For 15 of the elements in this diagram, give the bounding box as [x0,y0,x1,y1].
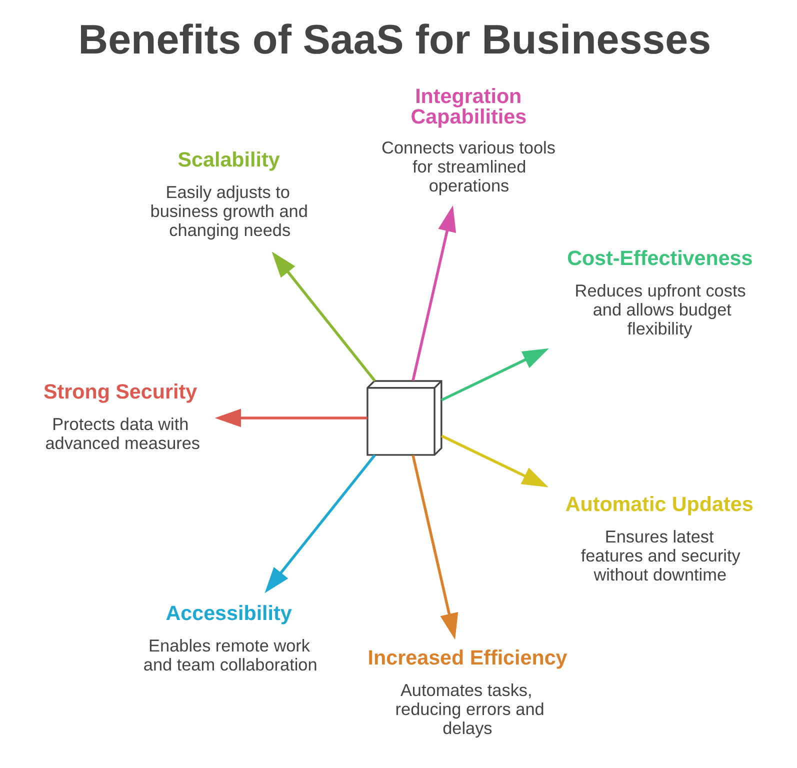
arrow [271,252,376,382]
node-text: Strong Security Protects data with advanced measures [43,380,200,453]
node-text: Integration Capabilities Connects various tools for streamlined operations [381,85,555,196]
node-text: Increased Efficiency Automates tasks, reducing errors and delays [367,646,567,738]
arrow [411,205,456,381]
arrow [264,454,376,594]
node-text: Cost-Effectiveness Reduces upfront costs and allows budget flexibility [566,247,752,338]
node-text: Accessibility Enables remote work and team collaboration [142,602,317,675]
node-text: Automatic Updates Ensures latest features and security without downtime [564,493,753,585]
arrow [411,454,458,640]
arrow [440,348,548,402]
node-text: Scalability Easily adjusts to business growth and changing needs [150,148,308,240]
arrow [214,408,367,428]
arrow [440,434,548,488]
diagram-title: Benefits of SaaS for Businesses [78,16,711,62]
